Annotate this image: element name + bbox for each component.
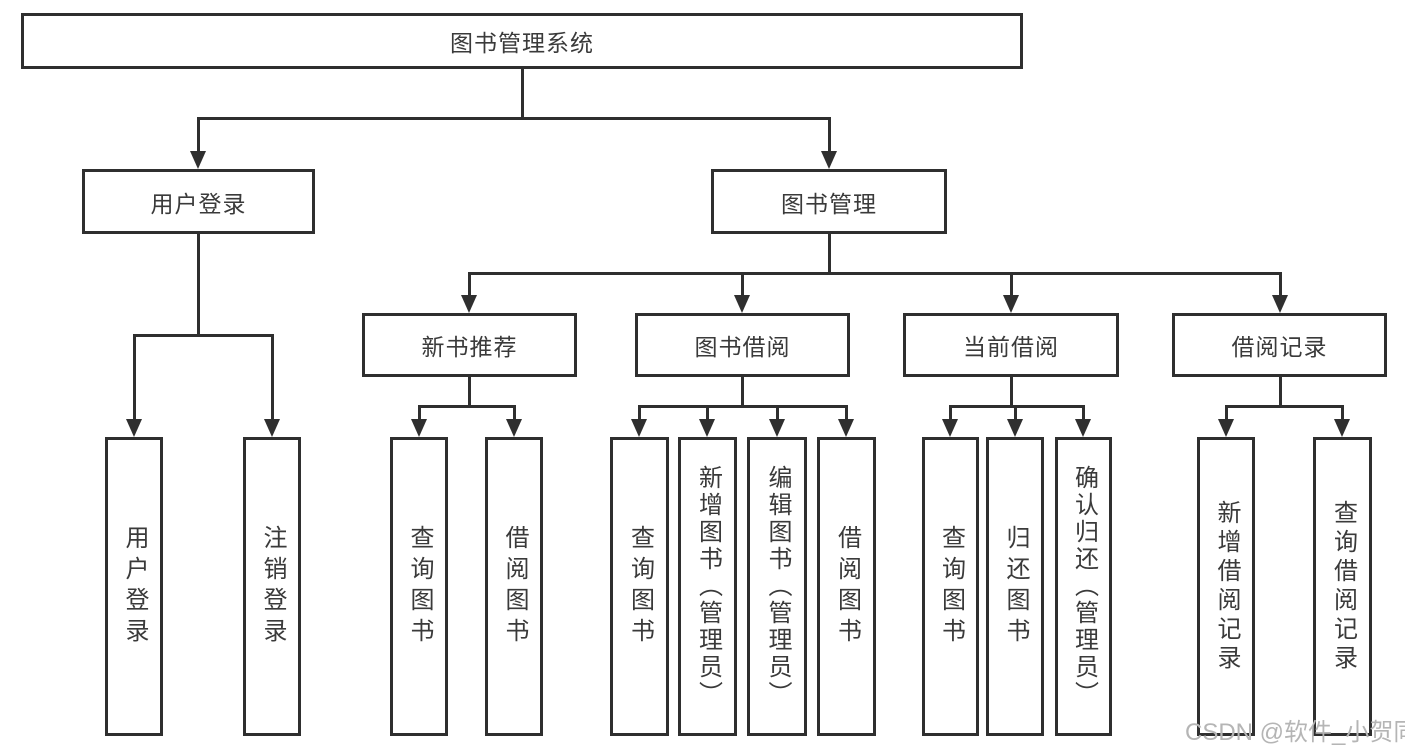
connector-line (418, 405, 516, 408)
arrow-down-icon (506, 419, 522, 437)
connector-line (638, 405, 848, 408)
node-book-borrow: 图书借阅 (635, 313, 850, 377)
arrow-down-icon (411, 419, 427, 437)
arrow-down-icon (838, 419, 854, 437)
arrow-down-icon (1075, 419, 1091, 437)
connector-line (513, 405, 516, 421)
connector-line (1225, 405, 1228, 421)
connector-line (468, 272, 1282, 275)
node-logout: 注销登录 (243, 437, 301, 736)
node-add-borrow-record: 新增借阅记录 (1197, 437, 1255, 736)
node-edit-book-admin: 编辑图书（管理员） (747, 437, 807, 736)
arrow-down-icon (769, 419, 785, 437)
arrow-down-icon (461, 295, 477, 313)
arrow-down-icon (734, 295, 750, 313)
csdn-watermark: CSDN @软件_小贺同学 (1185, 719, 1405, 746)
connector-line (521, 69, 524, 120)
arrow-down-icon (942, 419, 958, 437)
connector-line (845, 405, 848, 421)
connector-line (828, 117, 831, 153)
arrow-down-icon (1218, 419, 1234, 437)
node-login: 用户登录 (105, 437, 163, 736)
node-current-borrow: 当前借阅 (903, 313, 1119, 377)
node-rec-borrow-books: 借阅图书 (485, 437, 543, 736)
connector-line (638, 405, 641, 421)
connector-line (741, 377, 744, 408)
connector-line (1010, 272, 1013, 297)
arrow-down-icon (190, 151, 206, 169)
connector-line (776, 405, 779, 421)
connector-line (197, 117, 831, 120)
node-add-book-admin: 新增图书（管理员） (678, 437, 737, 736)
node-return-books: 归还图书 (986, 437, 1044, 736)
connector-line (197, 233, 200, 337)
node-query-borrow-record: 查询借阅记录 (1313, 437, 1372, 736)
connector-line (1082, 405, 1085, 421)
connector-line (468, 377, 471, 408)
connector-line (949, 405, 952, 421)
connector-line (741, 272, 744, 297)
node-current-query-books: 查询图书 (922, 437, 979, 736)
connector-line (828, 233, 831, 275)
node-user-login: 用户登录 (82, 169, 315, 234)
connector-line (418, 405, 421, 421)
arrow-down-icon (1007, 419, 1023, 437)
arrow-down-icon (126, 419, 142, 437)
connector-line (197, 117, 200, 153)
arrow-down-icon (1334, 419, 1350, 437)
connector-line (1341, 405, 1344, 421)
node-borrow-records: 借阅记录 (1172, 313, 1387, 377)
arrow-down-icon (631, 419, 647, 437)
connector-line (133, 334, 274, 337)
node-rec-query-books: 查询图书 (390, 437, 448, 736)
arrow-down-icon (821, 151, 837, 169)
connector-line (468, 272, 471, 297)
connector-line (1014, 405, 1017, 421)
connector-line (133, 334, 136, 421)
arrow-down-icon (264, 419, 280, 437)
arrow-down-icon (1003, 295, 1019, 313)
connector-line (949, 405, 1085, 408)
connector-line (1010, 377, 1013, 408)
connector-line (1279, 377, 1282, 408)
node-new-book-rec: 新书推荐 (362, 313, 577, 377)
node-borrow-books: 借阅图书 (817, 437, 876, 736)
connector-line (706, 405, 709, 421)
node-confirm-return-admin: 确认归还（管理员） (1055, 437, 1112, 736)
arrow-down-icon (1272, 295, 1288, 313)
arrow-down-icon (699, 419, 715, 437)
connector-line (1279, 272, 1282, 297)
node-root: 图书管理系统 (21, 13, 1023, 69)
node-book-mgmt: 图书管理 (711, 169, 947, 234)
connector-line (271, 334, 274, 421)
connector-line (1225, 405, 1344, 408)
node-borrow-query-books: 查询图书 (610, 437, 669, 736)
